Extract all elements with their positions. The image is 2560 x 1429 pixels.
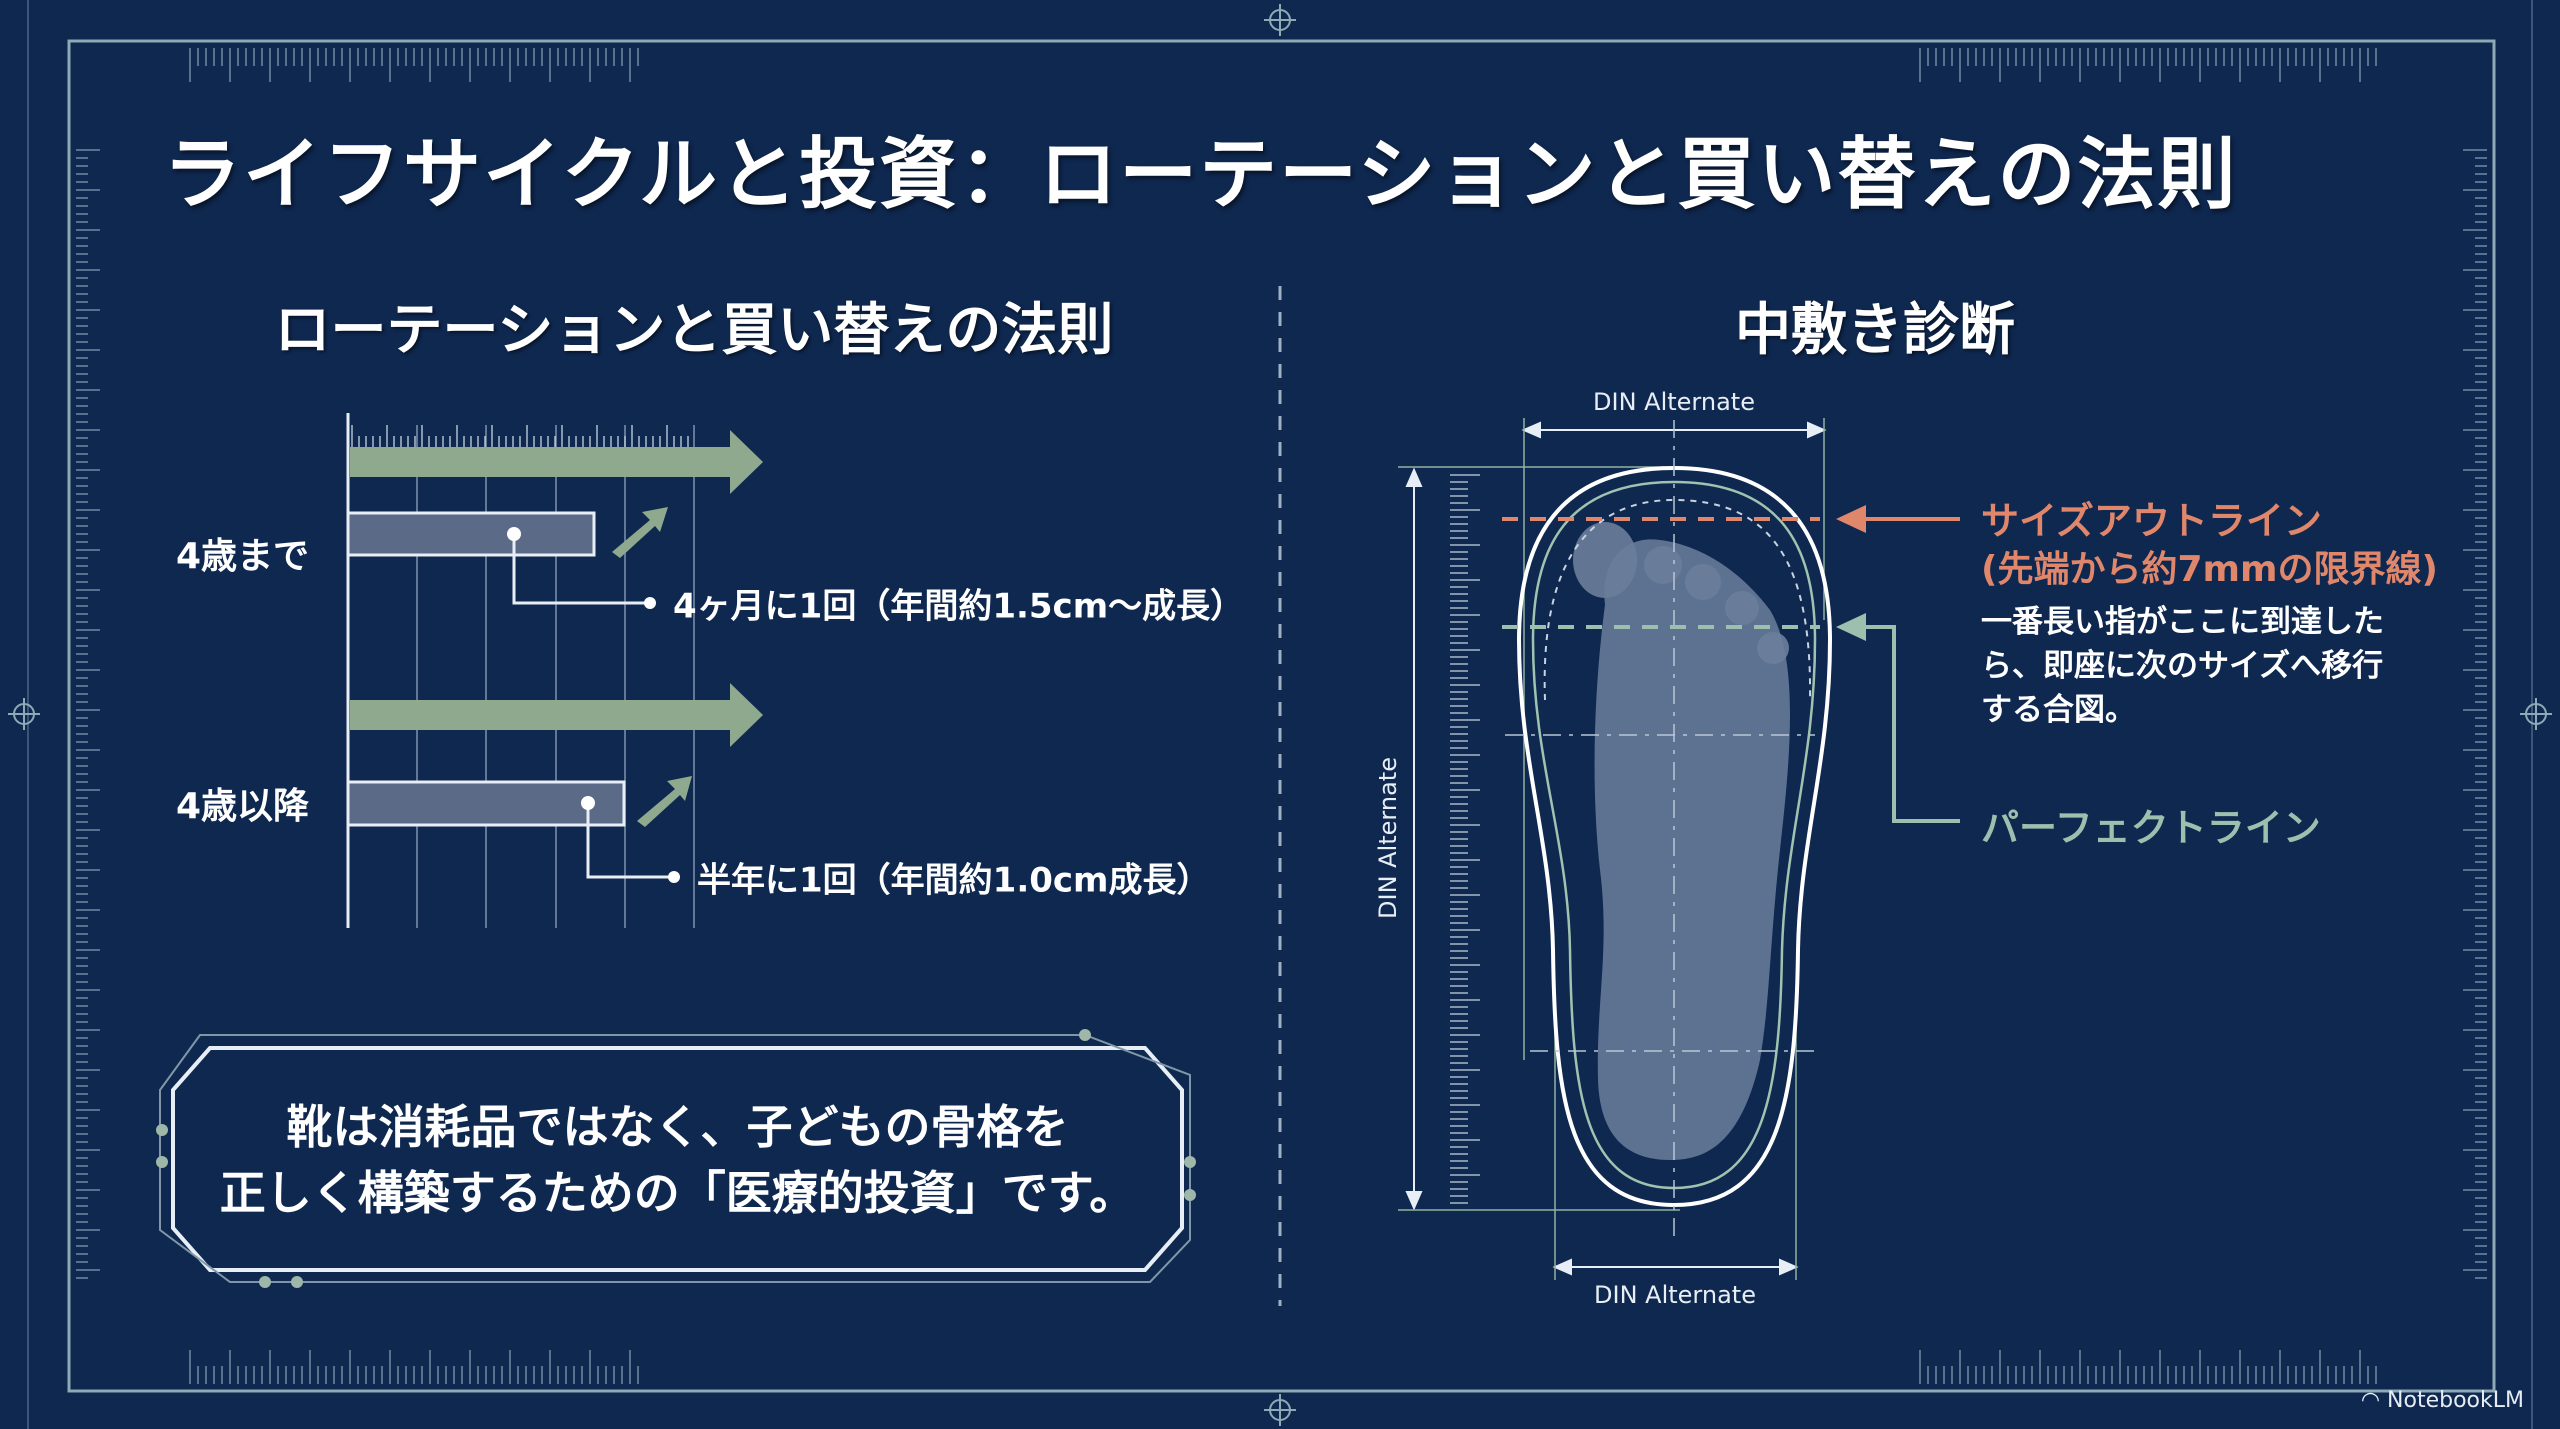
timeline-ruler-ticks xyxy=(351,425,689,447)
left-section-title: ローテーションと買い替えの法則 xyxy=(274,298,1114,363)
size-outline-description: 一番長い指がここに到達した ら、即座に次のサイズへ移行 する合図。 xyxy=(1981,600,2384,732)
callout-outer-frame xyxy=(159,1034,1191,1283)
callout-box: 靴は消耗品ではなく、子どもの骨格を 正しく構築するための「医療的投資」です。 xyxy=(163,1037,1192,1282)
page-title: ライフサイクルと投資：ローテーションと買い替えの法則 xyxy=(163,130,2238,220)
interval-bar xyxy=(346,511,596,557)
growth-arrow xyxy=(350,683,763,747)
notebooklm-logo-icon: ◠ xyxy=(2360,1388,2388,1413)
connector-dot xyxy=(507,527,680,883)
callout-line: 正しく構築するための「医療的投資」です。 xyxy=(219,1165,1136,1220)
callout-line: 靴は消耗品ではなく、子どもの骨格を xyxy=(286,1099,1069,1154)
diagonal-arrow xyxy=(612,507,692,827)
row-label: 4歳以降 xyxy=(176,786,310,827)
center-guides xyxy=(1505,420,1815,1240)
frame-ruler-ticks xyxy=(76,48,2487,1384)
description-line: ら、即座に次のサイズへ移行 xyxy=(1981,648,2384,684)
row-note: 半年に1回（年間約1.0cm成長） xyxy=(697,860,1211,901)
callout-dots xyxy=(156,1029,1196,1288)
brand-watermark: ◠ NotebookLM xyxy=(2361,1388,2524,1413)
row-note: 4ヶ月に1回（年間約1.5cm〜成長） xyxy=(673,586,1245,627)
toe-allowance-outline xyxy=(1543,498,1812,701)
dimension-label-top: DIN Alternate xyxy=(1593,388,1755,416)
perfect-line-label: パーフェクトライン xyxy=(1981,806,2321,850)
connector xyxy=(512,534,674,879)
interval-bar xyxy=(346,780,626,827)
growth-arrow xyxy=(350,430,763,494)
outer-frame xyxy=(67,39,2496,1393)
dimension-label-left: DIN Alternate xyxy=(1374,757,1402,919)
size-outline-title: サイズアウトライン xyxy=(1981,499,2322,543)
row-label: 4歳まで xyxy=(176,536,310,577)
dimension-lines xyxy=(1405,421,1827,1276)
brand-name: NotebookLM xyxy=(2387,1388,2524,1413)
foot-silhouette xyxy=(1594,539,1790,1160)
perfect-line-arrow xyxy=(1836,613,1960,823)
description-line: 一番長い指がここに到達した xyxy=(1981,604,2384,640)
timeline-grid xyxy=(416,425,695,928)
toe-icon xyxy=(1573,522,1789,664)
foot-ruler-ticks xyxy=(1450,474,1480,1204)
size-outline-arrow xyxy=(1836,505,1960,533)
size-outline-detail: (先端から約7mmの限界線) xyxy=(1981,549,2438,590)
dimension-label-bottom: DIN Alternate xyxy=(1594,1281,1756,1309)
insole-outline xyxy=(1516,465,1833,1208)
crosshair-icon xyxy=(8,4,2552,1426)
right-section-title: 中敷き診断 xyxy=(1735,298,2015,363)
description-line: する合図。 xyxy=(1981,692,2136,728)
